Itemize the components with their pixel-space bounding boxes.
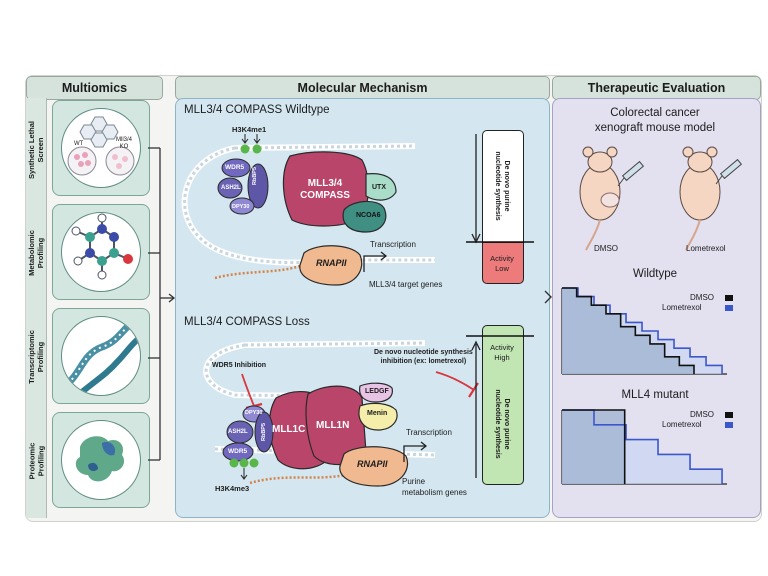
h3k4me1-label: H3K4me1 bbox=[232, 125, 267, 134]
pathway-arrow-loss bbox=[471, 340, 481, 478]
wdr5-inhibition-label: WDR5 Inhibition bbox=[212, 362, 267, 369]
pathway-box-wildtype bbox=[482, 130, 524, 244]
header-multiomics: Multiomics bbox=[26, 76, 163, 100]
mice-illustration bbox=[579, 146, 743, 251]
header-molecular-mechanism: Molecular Mechanism bbox=[175, 76, 550, 100]
menin-label: Menin bbox=[367, 410, 388, 417]
survival-curve-lometrexol bbox=[562, 409, 723, 484]
ash2l-label-loss: ASH2L bbox=[228, 429, 248, 435]
legend-lometrexol-2: Lometrexol bbox=[662, 420, 702, 429]
pathway-arrow-wildtype bbox=[471, 134, 481, 244]
survival-chart-wildtype bbox=[561, 287, 727, 375]
loss-title: MLL3/4 COMPASS Loss bbox=[184, 316, 310, 328]
protein-illustration bbox=[61, 420, 141, 500]
mll1n-label: MLL1N bbox=[316, 420, 350, 431]
dpy30-label-loss: DPY30 bbox=[245, 410, 263, 416]
methyl-marks-loss bbox=[229, 458, 259, 480]
dmso-mouse-label: DMSO bbox=[594, 244, 618, 253]
wt-label: WT bbox=[74, 141, 84, 147]
mll1c-label: MLL1C bbox=[272, 424, 306, 435]
transcription-arrow-wildtype bbox=[363, 251, 388, 272]
mechanism-to-therapy-arrow bbox=[544, 290, 552, 304]
multiomics-sidebar bbox=[26, 98, 47, 518]
legend-swatch-dmso-2 bbox=[725, 412, 733, 418]
threshold-line-wildtype bbox=[466, 241, 534, 243]
transcription-label-wildtype: Transcription bbox=[370, 240, 416, 249]
legend-swatch-lometrexol-2 bbox=[725, 422, 733, 428]
wildtype-title: MLL3/4 COMPASS Wildtype bbox=[184, 104, 330, 116]
rna-strand-illustration bbox=[61, 316, 141, 396]
panel1-title: Wildtype bbox=[632, 268, 678, 280]
ash2l-label: ASH2L bbox=[221, 185, 241, 191]
wdr5-label-loss: WDR5 bbox=[228, 448, 248, 455]
legend-lometrexol-1: Lometrexol bbox=[662, 303, 702, 312]
multiomics-bracket bbox=[148, 147, 176, 461]
survival-area-dmso bbox=[562, 410, 625, 484]
wdr5-label: WDR5 bbox=[225, 164, 245, 171]
rnap-label-wildtype: RNAPII bbox=[316, 258, 347, 268]
legend-swatch-dmso-1 bbox=[725, 295, 733, 301]
legend-swatch-lometrexol-1 bbox=[725, 305, 733, 311]
panel2-title: MLL4 mutant bbox=[621, 389, 689, 401]
legend-dmso-2: DMSO bbox=[690, 410, 714, 419]
tile-transcriptomic-profiling bbox=[52, 308, 150, 404]
rnap-wildtype bbox=[299, 245, 363, 286]
lometrexol-mouse-label: Lometrexol bbox=[686, 244, 726, 253]
threshold-line-loss bbox=[466, 335, 534, 337]
h3k4me3-label: H3K4me3 bbox=[215, 484, 250, 493]
survival-curve-dmso bbox=[562, 287, 695, 374]
dpy30-label: DPY30 bbox=[232, 204, 250, 210]
ncoa6-label: NCOA6 bbox=[356, 212, 381, 219]
survival-curve-lometrexol bbox=[562, 287, 723, 374]
tile-metabolomic-profiling bbox=[52, 204, 150, 300]
rnap-label-loss: RNAPII bbox=[357, 459, 388, 469]
rbbp5-label-loss: RbBP5 bbox=[261, 422, 267, 441]
pathway-box-loss bbox=[482, 325, 524, 485]
compass-complex-wildtype bbox=[217, 151, 397, 233]
methyl-marks-wildtype bbox=[240, 134, 262, 154]
survival-chart-mll4-mutant bbox=[561, 409, 727, 485]
rbbp5-label: RbBP5 bbox=[252, 166, 258, 185]
tile-proteomic-profiling bbox=[52, 412, 150, 508]
molecule-illustration bbox=[61, 212, 141, 292]
utx-label: UTX bbox=[372, 184, 386, 191]
mll1-complex-loss bbox=[222, 382, 398, 470]
survival-curve-dmso bbox=[562, 409, 626, 484]
survival-area-dmso bbox=[562, 288, 694, 374]
header-therapeutic-evaluation: Therapeutic Evaluation bbox=[552, 76, 761, 100]
target-genes-label: MLL3/4 target genes bbox=[369, 280, 443, 289]
rnap-loss bbox=[339, 446, 409, 487]
transcription-label-loss: Transcription bbox=[406, 428, 452, 437]
ledgf-label: LEDGF bbox=[365, 388, 389, 395]
legend-dmso-1: DMSO bbox=[690, 293, 714, 302]
transcription-arrow-loss bbox=[403, 441, 428, 462]
